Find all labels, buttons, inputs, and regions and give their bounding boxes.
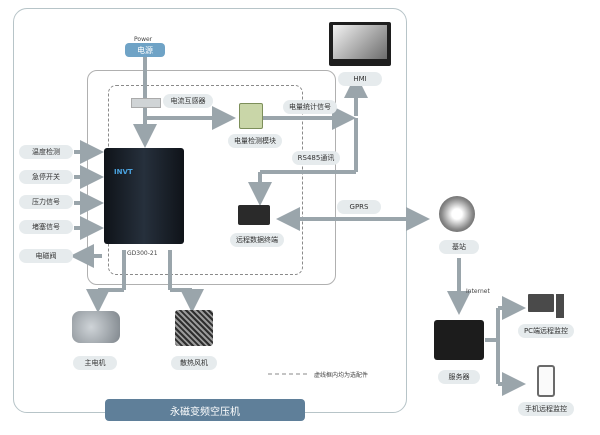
inverter-brand: INVT [114,168,133,176]
energy-module-icon [239,103,263,129]
output-solenoid: 电磁阀 [19,249,73,263]
phone-monitor-label: 手机远程监控 [518,402,574,416]
cooling-fan-label: 散热风机 [171,356,217,370]
input-temperature: 温度检测 [19,145,73,159]
power-source: 电源 [125,43,165,57]
remote-terminal-label: 远程数据终端 [230,233,284,247]
current-transformer-icon [131,98,161,108]
server-label: 服务器 [438,370,480,384]
power-label-en: Power [134,36,153,43]
pc-tower-icon [556,294,564,318]
server-icon [434,320,484,360]
internet-label: Internet [466,288,490,295]
cooling-fan-icon [175,310,213,346]
pc-monitor-label: PC端远程监控 [518,324,574,338]
energy-signal-label: 电量统计信号 [283,100,337,114]
inverter-model: GD300-21 [127,250,158,257]
input-pressure: 压力信号 [19,195,73,209]
phone-icon [537,365,555,397]
system-title: 永磁变频空压机 [105,399,305,421]
hmi-screen-icon [329,22,391,66]
pc-monitor-icon [528,294,554,312]
main-motor-label: 主电机 [73,356,117,370]
inverter-icon: INVT [104,148,184,244]
gprs-label: GPRS [337,200,381,214]
remote-terminal-icon [238,205,270,225]
input-blockage: 堵塞信号 [19,220,73,234]
rs485-label: RS485通讯 [292,151,340,165]
satellite-dish-icon [439,196,475,232]
legend-note: 虚线框内均为选配件 [314,372,369,379]
energy-module-label: 电量检测模块 [228,134,282,148]
hmi-label: HMI [338,72,382,86]
base-station-label: 基站 [439,240,479,254]
current-transformer-label: 电流互感器 [163,94,213,108]
input-emergency-stop: 急停开关 [19,170,73,184]
main-motor-icon [72,311,120,343]
